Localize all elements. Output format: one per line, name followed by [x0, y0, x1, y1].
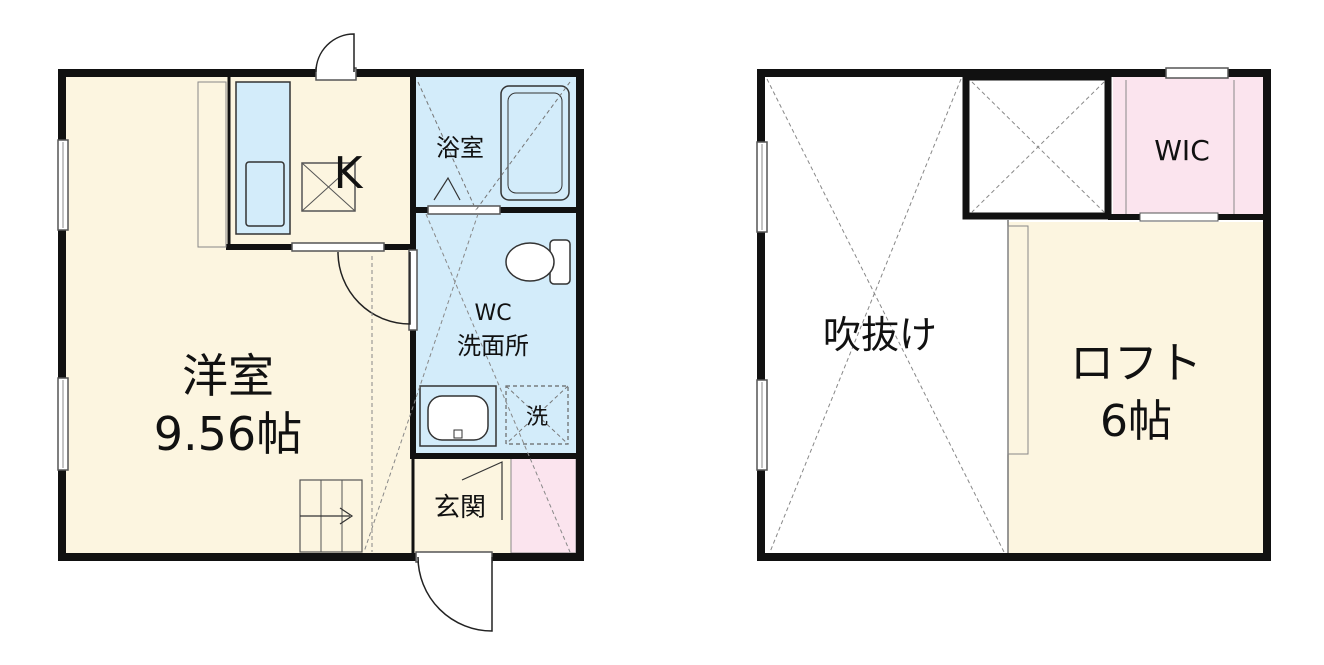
- washbasin-drain: [453, 429, 463, 439]
- window-wc-side: [408, 249, 418, 331]
- wc-dashed-3: [363, 213, 479, 553]
- shaft-cross-2: [971, 81, 1105, 213]
- window-kitchen-bottom: [291, 242, 385, 252]
- fridge-cross-2: [301, 162, 356, 212]
- top-door-swing: [315, 33, 355, 73]
- floor-2: 吹抜け WIC ロフト 6帖: [756, 67, 1271, 561]
- stair-arrow-head: [339, 507, 354, 525]
- floor-1: 洋室 9.56帖 K 浴室 WC 洗面所 洗 玄関: [57, 33, 584, 632]
- entrance-step: [461, 461, 503, 520]
- loft-floor: [1008, 222, 1263, 553]
- loft-size: 6帖: [1100, 396, 1172, 447]
- washbasin-bowl: [427, 395, 489, 441]
- wc-label: WC: [474, 301, 511, 326]
- loft-rail: [1007, 225, 1029, 455]
- floor-2-outer-wall: [757, 69, 1271, 561]
- washroom-label: 洗面所: [457, 332, 529, 360]
- washer-cross-2: [505, 385, 569, 445]
- storage-column: [197, 81, 227, 248]
- window-bath: [427, 205, 501, 215]
- window-f2-top: [1165, 67, 1229, 79]
- void-label: 吹抜け: [823, 313, 937, 357]
- kitchen-label: K: [334, 148, 364, 199]
- bathroom-label: 浴室: [436, 134, 484, 162]
- bath-door-mark: [433, 176, 461, 201]
- washer-label: 洗: [526, 405, 548, 430]
- wic-door-gap: [1139, 212, 1219, 222]
- shoe-closet: [510, 456, 577, 554]
- loft-name: ロフト: [1070, 338, 1202, 389]
- bath-dashed-2: [475, 81, 571, 211]
- fridge-space: [301, 162, 356, 212]
- bath-dashed-1: [417, 81, 477, 211]
- entrance-door-swing: [417, 556, 493, 632]
- bathtub-inner: [507, 92, 563, 194]
- entrance-floor: [413, 457, 511, 553]
- room-door-swing: [337, 251, 411, 325]
- toilet-bowl: [505, 242, 555, 282]
- entrance-label: 玄関: [434, 493, 486, 523]
- wic-floor: [1113, 77, 1263, 217]
- wic-label: WIC: [1154, 134, 1210, 167]
- washer-space: [505, 385, 569, 445]
- void-dashed-2: [769, 78, 962, 553]
- western-room-size: 9.56帖: [154, 407, 302, 461]
- wc-dashed-1: [425, 213, 571, 553]
- western-room-name: 洋室: [182, 349, 274, 403]
- bathtub: [500, 85, 570, 201]
- kitchen-sink: [245, 161, 285, 227]
